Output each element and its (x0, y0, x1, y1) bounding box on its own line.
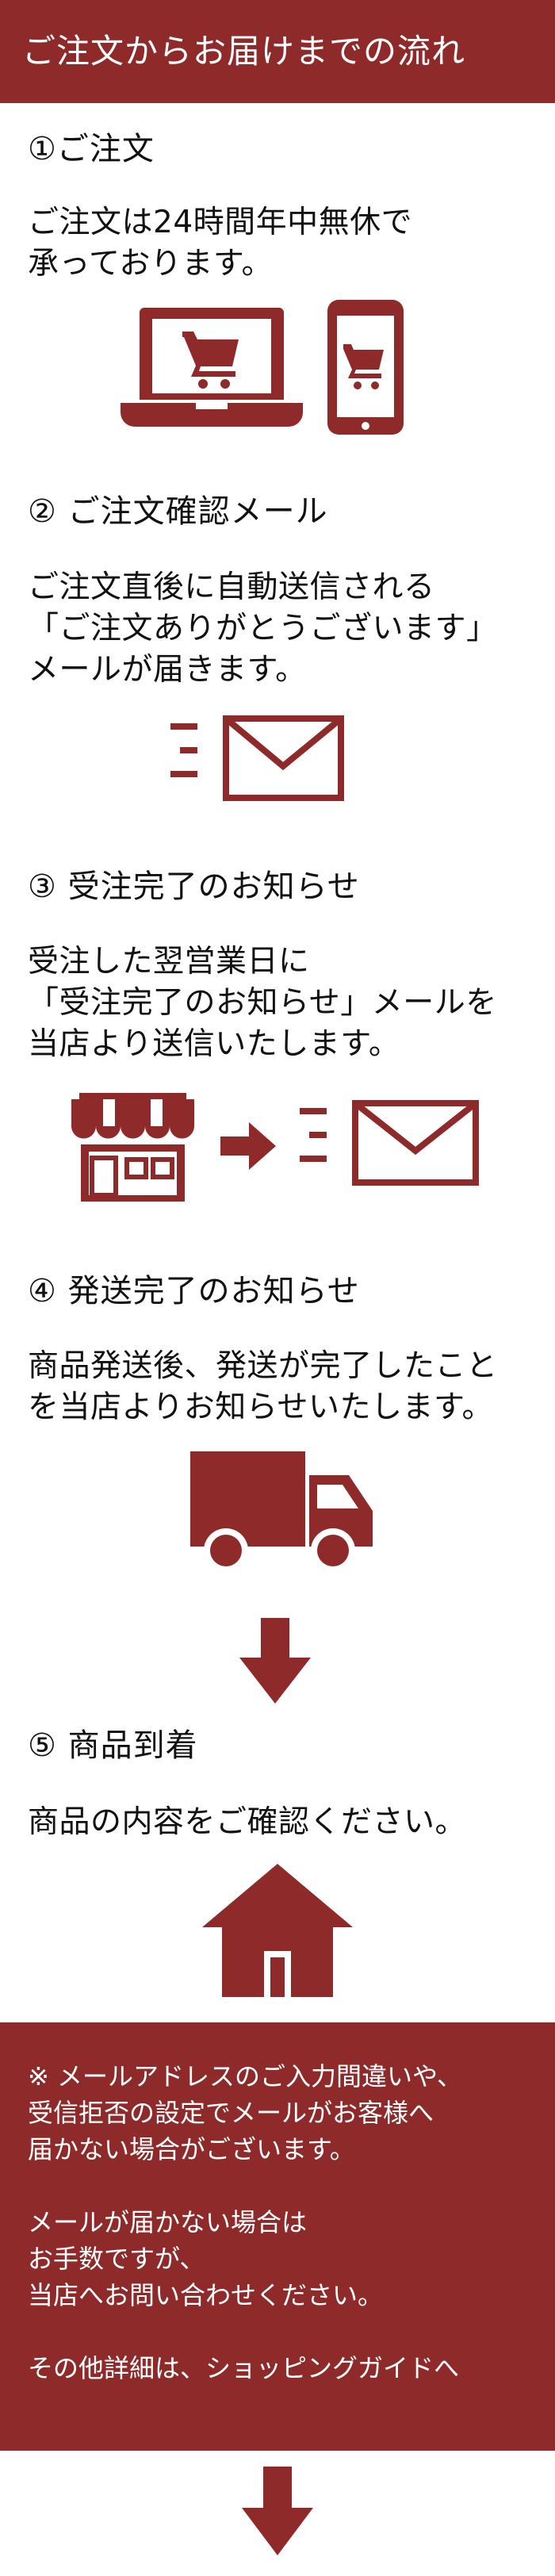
step-4-title: ④ 発送完了のお知らせ (28, 1273, 360, 1309)
step-2-title: ② ご注文確認メール (28, 493, 328, 530)
page-title: ご注文からお届けまでの流れ (0, 0, 555, 103)
step-1-body: ご注文は24時間年中無休で 承っております。 (28, 205, 413, 282)
step-5-body: 商品の内容をご確認ください。 (28, 1804, 467, 1840)
step-4-body: 商品発送後、発送が完了したこと を当店よりお知らせいたします。 (28, 1348, 498, 1425)
step-5-title: ⑤ 商品到着 (28, 1727, 198, 1764)
house-icon (202, 1864, 353, 1997)
notice-contact: メールが届かない場合は お手数ですが、 当店へお問い合わせください。 (28, 2207, 384, 2310)
step-2-body: ご注文直後に自動送信される 「ご注文ありがとうございます」 メールが届きます。 (28, 569, 498, 688)
arrow-right-icon (220, 1122, 276, 1170)
arrow-down-icon (239, 1618, 311, 1704)
notice-box: ※ メールアドレスのご入力間違いや、 受信拒否の設定でメールがお客様へ 届かない… (0, 2022, 555, 2451)
arrow-down-icon (242, 2467, 313, 2555)
notice-warning: ※ メールアドレスのご入力間違いや、 受信拒否の設定でメールがお客様へ 届かない… (28, 2061, 463, 2164)
mail-icon (300, 1100, 479, 1186)
notice-guide-link[interactable]: その他詳細は、ショッピングガイドへ (28, 2353, 460, 2383)
step-3-title: ③ 受注完了のお知らせ (28, 868, 360, 905)
mail-icon (170, 715, 344, 801)
truck-icon (190, 1451, 373, 1573)
step-3-body: 受注した翌営業日に 「受注完了のお知らせ」メールを 当店より送信いたします。 (28, 944, 497, 1062)
smartphone-cart-icon (327, 300, 404, 435)
laptop-cart-icon (121, 308, 303, 427)
store-icon (71, 1093, 194, 1202)
step-1-title: ①ご注文 (28, 131, 155, 167)
